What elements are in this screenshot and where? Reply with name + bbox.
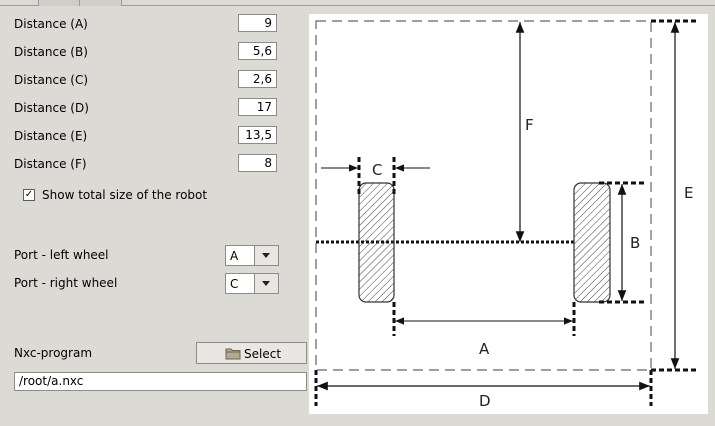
distance-d-input[interactable]: 17	[238, 98, 277, 116]
select-program-button[interactable]: Select	[196, 342, 307, 364]
distance-c-label: Distance (C)	[14, 73, 89, 87]
e-label: E	[684, 184, 693, 202]
nxc-program-label: Nxc-program	[14, 346, 93, 360]
robot-diagram: F C B E A D	[309, 14, 708, 414]
folder-icon	[225, 348, 241, 360]
f-label: F	[525, 116, 534, 134]
total-size-outline	[315, 20, 652, 371]
distance-f-label: Distance (F)	[14, 157, 87, 171]
distance-b-label: Distance (B)	[14, 45, 88, 59]
chevron-down-icon	[262, 253, 270, 258]
left-wheel	[358, 182, 395, 303]
distance-f-input[interactable]: 8	[238, 154, 277, 172]
port-left-wheel-value: A	[230, 249, 239, 263]
port-right-wheel-label: Port - right wheel	[14, 276, 118, 290]
a-label: A	[479, 340, 490, 358]
distance-a-input[interactable]: 9	[238, 14, 277, 32]
distance-d-label: Distance (D)	[14, 101, 89, 115]
port-right-wheel-dropdown-button[interactable]	[254, 274, 278, 293]
port-left-wheel-select[interactable]: A	[225, 245, 279, 266]
distance-e-input[interactable]: 13,5	[238, 126, 277, 144]
nxc-program-path-input[interactable]: /root/a.nxc	[14, 372, 307, 391]
tab-2[interactable]	[79, 0, 122, 6]
distance-b-input[interactable]: 5,6	[238, 42, 277, 60]
robot-diagram-svg: F C B E A D	[314, 19, 699, 410]
tab-1[interactable]	[38, 0, 80, 6]
port-right-wheel-value: C	[230, 277, 239, 291]
chevron-down-icon	[262, 281, 270, 286]
port-left-wheel-dropdown-button[interactable]	[254, 246, 278, 265]
distance-a-label: Distance (A)	[14, 17, 88, 31]
b-label: B	[630, 234, 640, 252]
show-total-size-label: Show total size of the robot	[42, 188, 208, 202]
right-wheel	[573, 182, 611, 303]
tab-strip-border	[0, 5, 715, 6]
show-total-size-checkbox[interactable]: ✓	[23, 189, 35, 201]
port-right-wheel-select[interactable]: C	[225, 273, 279, 294]
c-label: C	[372, 161, 382, 179]
tab-strip	[0, 0, 715, 6]
select-button-label: Select	[244, 347, 282, 361]
distance-c-input[interactable]: 2,6	[238, 70, 277, 88]
d-label: D	[479, 392, 491, 410]
distance-e-label: Distance (E)	[14, 129, 88, 143]
port-left-wheel-label: Port - left wheel	[14, 248, 109, 262]
